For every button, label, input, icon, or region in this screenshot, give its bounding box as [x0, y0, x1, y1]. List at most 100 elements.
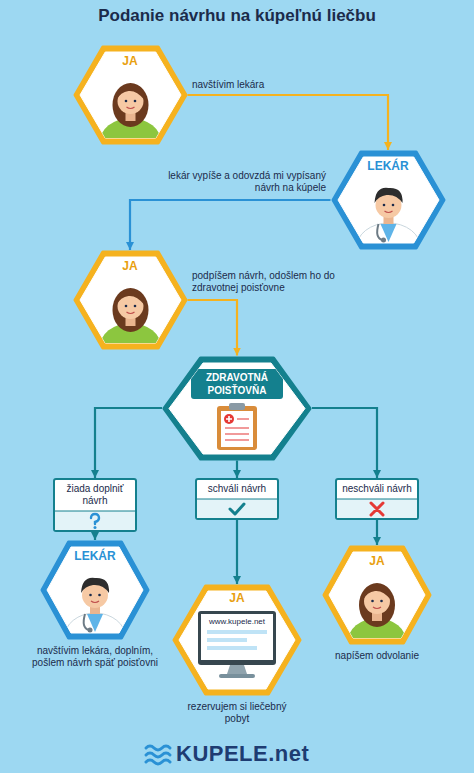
cross [226, 416, 232, 422]
screen-block [207, 638, 247, 642]
node-text: napíšem odvolanie [317, 650, 437, 662]
fringe [116, 290, 144, 305]
eye [133, 305, 136, 308]
hexagon-ring [164, 358, 310, 459]
status-icon [91, 514, 99, 529]
decision-box: neschváli návrh [335, 478, 419, 520]
edge-label: lekár vypíše a odovzdá mi vypísaný návrh… [150, 170, 326, 194]
connector [188, 95, 389, 150]
hexagon-node: JA [73, 250, 188, 350]
paper-line [225, 427, 249, 429]
smile [91, 601, 99, 603]
clipboard [217, 406, 257, 450]
diagram-title: Podanie návrhu na kúpeľnú liečbu [0, 6, 474, 26]
screen [201, 614, 273, 660]
eye [98, 594, 101, 597]
decision-box: žiada doplniť návrh [53, 478, 137, 532]
node-heading: JA [172, 591, 302, 605]
brand-logo: KUPELE.net [176, 741, 309, 767]
hexagon-node: JAnapíšem odvolanie [322, 545, 432, 662]
hexagon-node: LEKÁRnavštívim lekára, doplním, pošlem n… [40, 540, 150, 669]
question-mark [91, 514, 99, 524]
hexagon-node: ZDRAVOTNÁ POISŤOVŇA [162, 356, 312, 461]
shirt [380, 224, 396, 242]
node-illustration [198, 611, 276, 678]
node-text: neschváli návrh [335, 478, 419, 498]
eye [124, 100, 127, 103]
fringe [116, 85, 144, 100]
status-icon [230, 504, 244, 514]
node-text: schváli návrh [195, 478, 279, 498]
eye [371, 600, 374, 603]
box-divider [337, 499, 417, 500]
wave-line [146, 746, 170, 750]
heading-band [191, 369, 283, 399]
node-heading: JA [73, 54, 188, 68]
paper [221, 411, 253, 447]
box-fill [54, 479, 136, 531]
screen-block [207, 646, 257, 650]
icon-band [197, 499, 277, 518]
edge-label: navštívim lekára [192, 79, 322, 91]
eye [133, 100, 136, 103]
smile [126, 312, 134, 314]
hair [374, 188, 402, 203]
paper-line [225, 433, 249, 435]
screen-block [207, 630, 267, 634]
hair [359, 583, 395, 627]
box-fill [336, 479, 418, 519]
eye [382, 204, 385, 207]
connector [236, 520, 238, 584]
node-heading: JA [73, 259, 188, 273]
node-text: navštívim lekára, doplním, pošlem návrh … [29, 645, 161, 669]
connector [188, 300, 238, 356]
stethoscope-head [381, 238, 386, 243]
hexagon-node: JA [73, 45, 188, 145]
eye [391, 204, 394, 207]
hexagon-fill [179, 591, 295, 689]
node-illustration [99, 83, 161, 168]
stand [227, 665, 247, 674]
paper-line [225, 439, 249, 441]
connector [95, 408, 162, 478]
connector [236, 461, 238, 479]
eye [380, 600, 383, 603]
eye [89, 594, 92, 597]
node-heading: ZDRAVOTNÁ POISŤOVŇA [192, 371, 282, 397]
shirt [87, 614, 103, 632]
box-divider [197, 499, 277, 500]
cross-badge [224, 414, 234, 424]
stethoscope [84, 614, 89, 630]
status-icon [371, 503, 383, 515]
box-divider [55, 511, 135, 512]
screen-text: www.kupele.net [201, 617, 273, 627]
stethoscope-head [88, 628, 93, 633]
hexagon-node: LEKÁR [331, 150, 446, 250]
coat [356, 223, 420, 273]
eye [124, 305, 127, 308]
node-illustration [356, 188, 420, 273]
node-heading: JA [322, 554, 432, 568]
edge-label: podpíšem návrh, odošlem ho do zdravotnej… [192, 270, 342, 294]
question-dot [94, 526, 97, 529]
icon-band [337, 499, 417, 518]
connector [130, 200, 331, 250]
wave-line [146, 760, 170, 764]
paper-line [237, 418, 249, 420]
stethoscope [377, 224, 382, 240]
hexagon-node: JAwww.kupele.netrezervujem si liečebný p… [172, 584, 302, 725]
connector [312, 408, 377, 478]
check-mark [230, 504, 244, 514]
smile [126, 107, 134, 109]
icon-band [55, 511, 135, 530]
cross-mark [371, 503, 383, 515]
hexagon-outline [162, 356, 312, 461]
node-heading: LEKÁR [331, 159, 446, 173]
fringe [363, 585, 391, 600]
base [219, 674, 255, 678]
monitor [198, 611, 276, 665]
clip [229, 403, 245, 410]
hexagon-fill [169, 363, 305, 454]
node-illustration [191, 369, 283, 450]
box-fill [196, 479, 278, 519]
